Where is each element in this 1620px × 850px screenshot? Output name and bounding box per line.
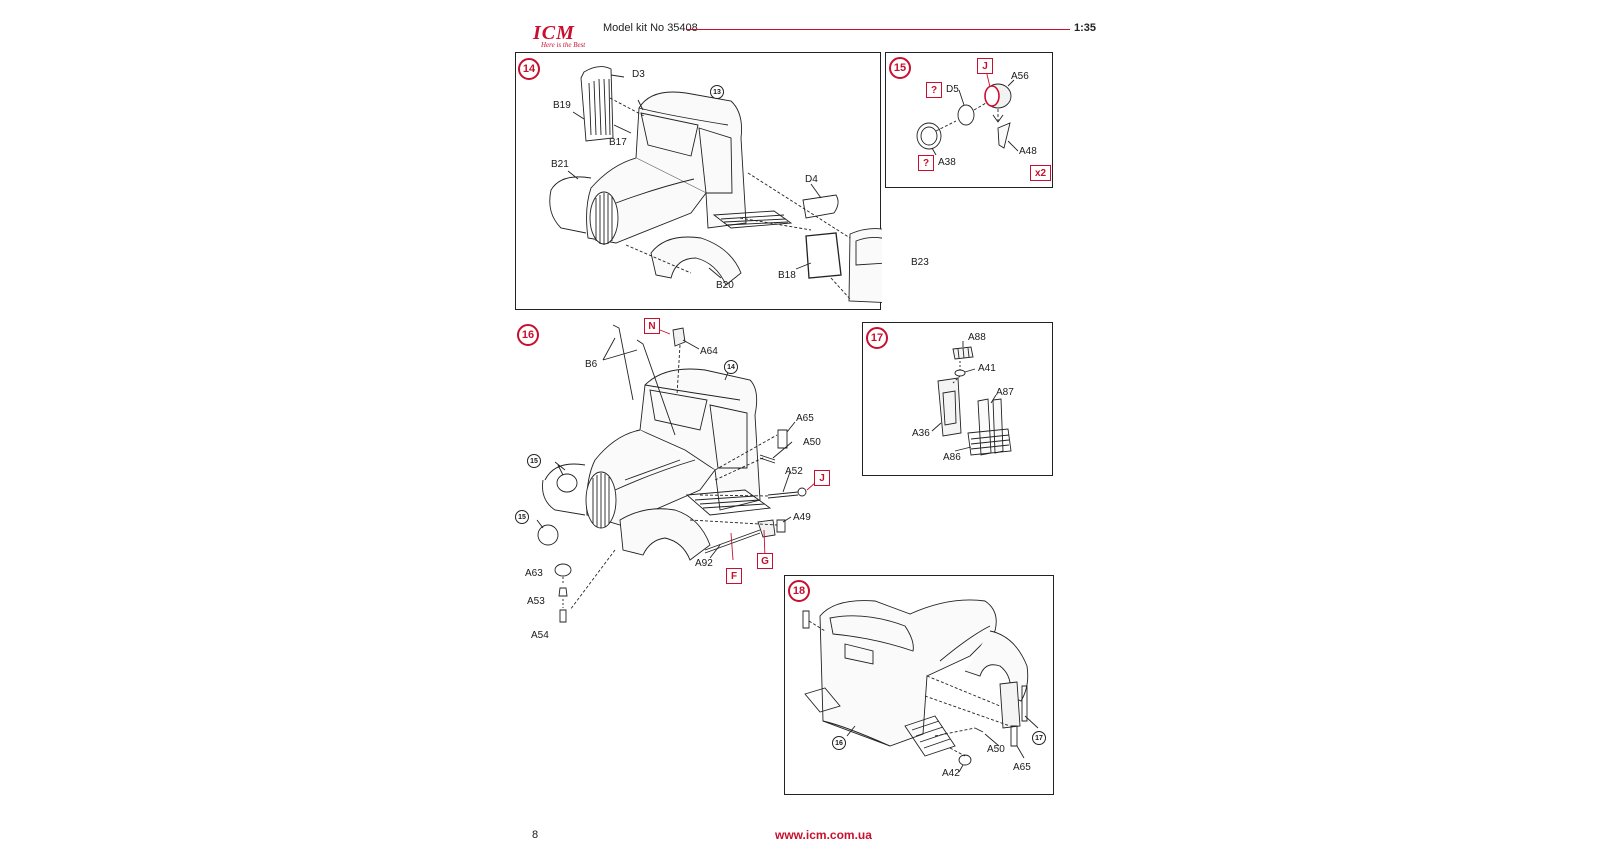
page-number: 8 (532, 829, 539, 841)
step-17-box: 17 A88 A41 A87 A36 A86 (862, 322, 1053, 476)
paint-code-a49: G (757, 553, 773, 569)
step-18-ref-16: 16 (832, 736, 846, 750)
step-16-ref-14: 14 (724, 360, 738, 374)
step-16-area: 16 (515, 318, 855, 650)
paint-code-a38: ? (918, 155, 934, 171)
part-label-B18: B18 (778, 270, 796, 281)
step-14-box: 14 (515, 52, 929, 311)
part-label-A64: A64 (700, 346, 718, 357)
part-label-A41: A41 (978, 363, 996, 374)
step-18-badge: 18 (788, 580, 810, 602)
part-label-A42: A42 (942, 768, 960, 779)
step-18-box: 18 (784, 575, 1054, 795)
part-label-A53: A53 (527, 596, 545, 607)
step-15-badge: 15 (889, 57, 911, 79)
part-label-D3: D3 (632, 69, 645, 80)
part-label-A65: A65 (1013, 762, 1031, 773)
part-label-A38: A38 (938, 157, 956, 168)
step-16-drawing (515, 320, 855, 650)
website-link[interactable]: www.icm.com.ua (775, 828, 872, 842)
part-label-A52: A52 (785, 466, 803, 477)
logo-text: ICM (533, 22, 575, 44)
icm-logo: ICM Here is the Best (533, 22, 601, 50)
part-label-A48: A48 (1019, 146, 1037, 157)
part-label-B23: B23 (911, 257, 929, 268)
part-label-B6: B6 (585, 359, 598, 370)
part-label-A88: A88 (968, 332, 986, 343)
paint-code-a64: N (644, 318, 660, 334)
paint-code-a92: F (726, 568, 742, 584)
part-label-B17: B17 (609, 137, 627, 148)
part-label-B20: B20 (716, 280, 734, 291)
step-17-drawing (863, 323, 1054, 477)
kit-number: Model kit No 35408 (603, 22, 698, 34)
quantity-multiplier: x2 (1030, 165, 1051, 181)
paint-code-d5: ? (926, 82, 942, 98)
part-label-A50: A50 (803, 437, 821, 448)
step-14-badge: 14 (518, 58, 540, 80)
part-label-A50: A50 (987, 744, 1005, 755)
part-label-A92: A92 (695, 558, 713, 569)
part-label-A54: A54 (531, 630, 549, 641)
step-15-box: 15 D5 A56 A38 A48 ? J (885, 52, 1053, 188)
part-label-A86: A86 (943, 452, 961, 463)
part-label-A87: A87 (996, 387, 1014, 398)
header-rule (686, 29, 1070, 30)
logo-tagline: Here is the Best (541, 41, 586, 49)
part-label-A36: A36 (912, 428, 930, 439)
step-18-ref-17: 17 (1032, 731, 1046, 745)
step-18-drawing (785, 576, 1055, 796)
step-15-drawing (886, 53, 1054, 189)
part-label-A65: A65 (796, 413, 814, 424)
part-label-A63: A63 (525, 568, 543, 579)
part-label-A56: A56 (1011, 71, 1029, 82)
paint-code-a52: J (814, 470, 830, 486)
scale-label: 1:35 (1074, 22, 1097, 34)
step-16-ref-15-upper: 15 (527, 454, 541, 468)
part-label-D4: D4 (805, 174, 818, 185)
step-14-ref-13: 13 (710, 85, 724, 99)
part-label-D5: D5 (946, 84, 959, 95)
step-14-drawing (516, 53, 882, 311)
part-label-A49: A49 (793, 512, 811, 523)
step-16-ref-15-lower: 15 (515, 510, 529, 524)
part-label-B21: B21 (551, 159, 569, 170)
part-label-B19: B19 (553, 100, 571, 111)
step-17-badge: 17 (866, 327, 888, 349)
step-16-badge: 16 (517, 324, 539, 346)
paint-code-a56: J (977, 58, 993, 74)
